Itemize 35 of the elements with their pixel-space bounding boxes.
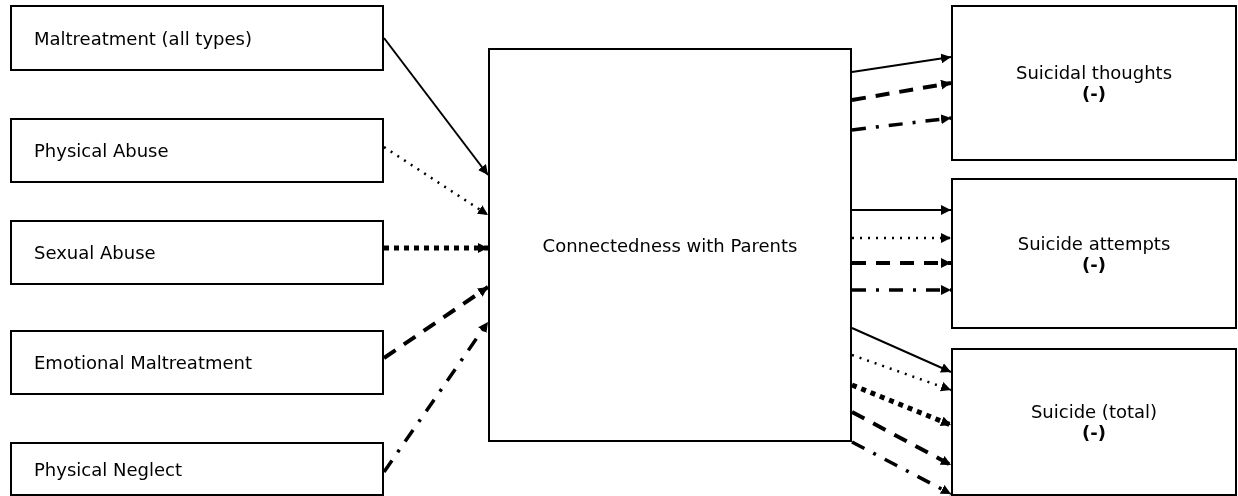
node-label: Suicide (total) [1030, 401, 1158, 422]
node-label: Sexual Abuse [34, 242, 156, 263]
predictor-box [10, 118, 384, 183]
effect-sign: (-) [1082, 83, 1106, 104]
node-label: Maltreatment (all types) [34, 27, 252, 49]
arrow [851, 440, 952, 496]
arrow [384, 243, 488, 253]
predictor-box [10, 442, 384, 496]
outcome-box [951, 5, 1237, 161]
arrow [852, 285, 951, 295]
outcome-box [951, 348, 1237, 496]
node-label: Suicide attempts [1017, 232, 1171, 254]
node-label: Physical Neglect [34, 458, 182, 480]
arrow [851, 410, 952, 467]
effect-sign: (-) [1082, 422, 1106, 443]
node-label: Suicidal thoughts [1015, 62, 1173, 83]
predictor-box [10, 220, 384, 285]
arrow [851, 79, 952, 102]
node-label: Physical Abuse [34, 140, 169, 161]
node-label: Connectedness with Parents [542, 234, 798, 256]
arrow [383, 37, 489, 176]
arrow [851, 114, 952, 132]
predictor-box [10, 330, 384, 395]
arrow [851, 353, 952, 392]
arrow [383, 145, 489, 217]
arrow [851, 382, 952, 428]
arrow [852, 258, 951, 268]
node-label: Emotional Maltreatment [34, 352, 252, 373]
mediator-box [488, 48, 852, 442]
arrow [851, 53, 952, 73]
effect-sign: (-) [1082, 253, 1106, 275]
outcome-box [951, 178, 1237, 329]
arrow [851, 205, 952, 215]
predictor-box [10, 5, 384, 71]
arrow [851, 327, 952, 373]
